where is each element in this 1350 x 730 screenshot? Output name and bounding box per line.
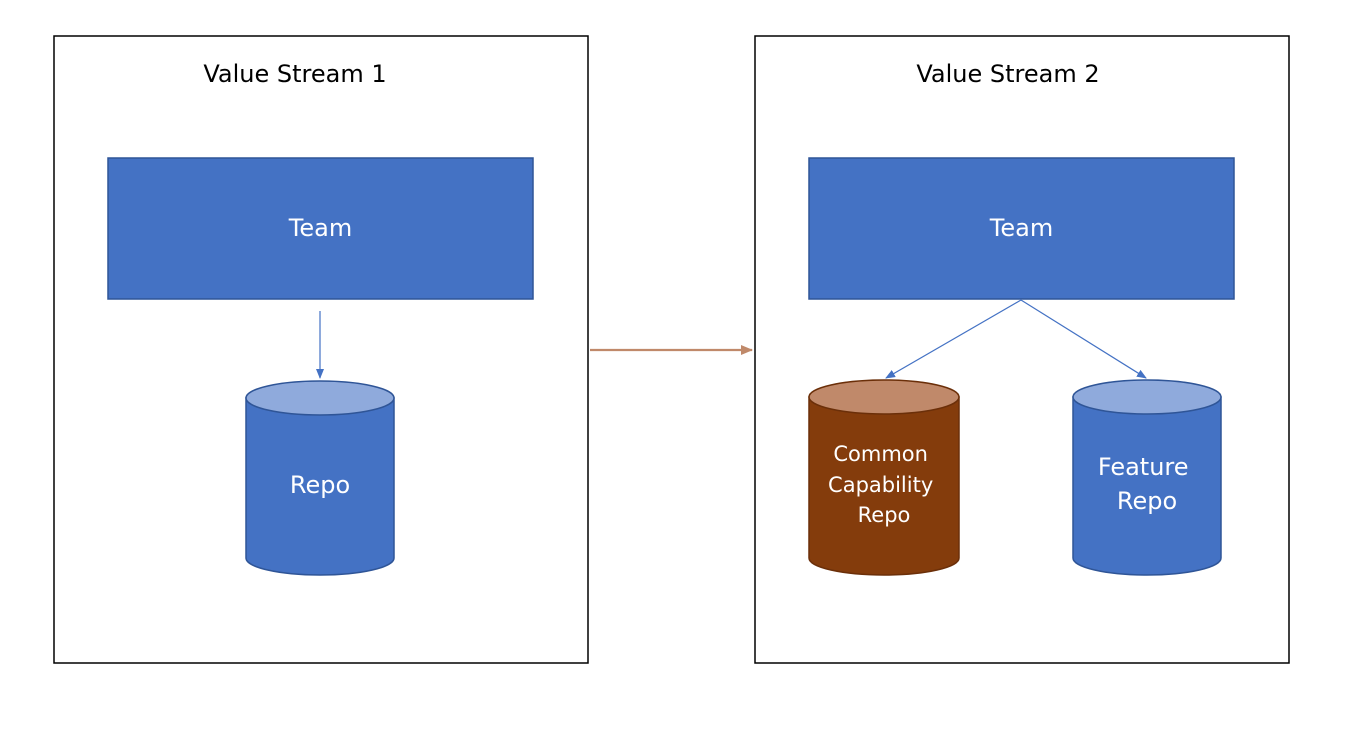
value-stream-1-title: Value Stream 1 [203,60,386,88]
value-stream-1-panel: Value Stream 1 Team Repo [53,35,589,664]
common-capability-repo-cylinder: Common Capability Repo [808,379,960,576]
team-box-1-label: Team [288,214,352,242]
value-stream-2-title: Value Stream 2 [916,60,1099,88]
team-box-1: Team [107,157,534,300]
team-box-2-label: Team [989,214,1053,242]
team-box-2: Team [808,157,1235,300]
repo-cylinder: Repo [245,380,395,576]
feature-repo-label: Feature Repo [1098,453,1196,515]
common-capability-repo-label: Common Capability Repo [828,442,940,527]
team-to-feature-repo-connector [1020,299,1147,379]
team-to-common-repo-connector [885,299,1022,379]
feature-repo-cylinder: Feature Repo [1072,379,1222,576]
repo-label: Repo [290,471,350,499]
value-stream-2-panel: Value Stream 2 Team Common Capability Re… [754,35,1290,664]
